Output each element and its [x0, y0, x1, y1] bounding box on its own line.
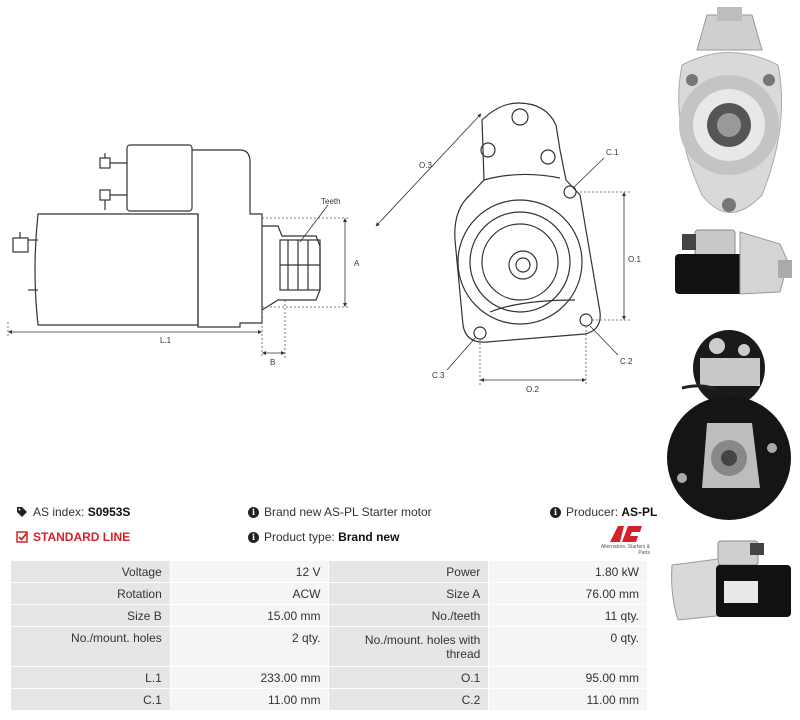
spec-value: 12 V — [169, 560, 330, 583]
info-icon: i — [248, 506, 259, 518]
label-o1: O.1 — [628, 255, 641, 264]
spec-table: Voltage 12 V Power 1.80 kW Rotation ACW … — [10, 560, 648, 711]
table-row: Rotation ACW Size A 76.00 mm — [10, 582, 648, 605]
spec-label: No./teeth — [328, 604, 490, 627]
spec-value: 15.00 mm — [169, 604, 330, 627]
spec-value: 11.00 mm — [169, 688, 330, 711]
table-row: C.1 11.00 mm C.2 11.00 mm — [10, 688, 648, 711]
checkbox-checked-icon — [16, 531, 28, 543]
front-view — [454, 102, 601, 343]
product-type-label: Product type: — [264, 530, 335, 544]
as-index-label: AS index: — [33, 505, 85, 519]
spec-label: C.2 — [328, 688, 490, 711]
photo-side-small — [675, 229, 792, 295]
label-b: B — [270, 358, 275, 367]
table-row: L.1 233.00 mm O.1 95.00 mm — [10, 666, 648, 689]
spec-label: Voltage — [10, 560, 171, 583]
spec-value: 0 qty. — [488, 626, 648, 667]
spec-label: L.1 — [10, 666, 171, 689]
side-view — [12, 144, 321, 328]
technical-drawing: Teeth A B L.1 O.3 C.1 O.1 C.2 C.3 O.2 — [7, 102, 641, 394]
producer-label: Producer: — [566, 505, 619, 519]
label-o3: O.3 — [419, 161, 432, 170]
spec-value: 11.00 mm — [488, 688, 648, 711]
standard-line-text: STANDARD LINE — [33, 530, 131, 544]
spec-label: Size B — [10, 604, 171, 627]
product-type: i Product type: Brand new — [248, 530, 399, 544]
label-l1: L.1 — [160, 336, 172, 345]
spec-value: 95.00 mm — [488, 666, 648, 689]
spec-value: 2 qty. — [169, 626, 330, 667]
spec-value: 11 qty. — [488, 604, 648, 627]
spec-label: No./mount. holes with thread — [328, 626, 490, 667]
label-teeth: Teeth — [321, 197, 341, 206]
spec-value: 233.00 mm — [169, 666, 330, 689]
spec-label: O.1 — [328, 666, 490, 689]
info-icon: i — [550, 506, 561, 518]
spec-value: 1.80 kW — [488, 560, 648, 583]
description-text: Brand new AS-PL Starter motor — [264, 505, 432, 519]
table-row: Size B 15.00 mm No./teeth 11 qty. — [10, 604, 648, 627]
description: i Brand new AS-PL Starter motor — [248, 505, 432, 519]
photo-side-label — [671, 540, 791, 621]
label-c2: C.2 — [620, 357, 633, 366]
label-a: A — [354, 259, 360, 268]
producer: i Producer: AS-PL — [550, 505, 657, 519]
photo-front-flange — [678, 7, 783, 213]
table-row: Voltage 12 V Power 1.80 kW — [10, 560, 648, 583]
producer-logo: Alternators, Starters & Parts — [588, 524, 650, 556]
spec-label: Size A — [328, 582, 490, 605]
spec-label: Power — [328, 560, 490, 583]
spec-value: ACW — [169, 582, 330, 605]
spec-value: 76.00 mm — [488, 582, 648, 605]
spec-label: No./mount. holes — [10, 626, 171, 667]
tag-icon — [17, 507, 27, 517]
producer-value: AS-PL — [621, 505, 658, 519]
label-c1: C.1 — [606, 148, 619, 157]
standard-line: STANDARD LINE — [16, 530, 130, 544]
as-pl-logo-icon — [610, 526, 642, 542]
as-index: AS index: S0953S — [16, 505, 130, 519]
label-c3: C.3 — [432, 371, 445, 380]
info-icon: i — [248, 531, 259, 543]
photo-rear-view — [667, 330, 791, 520]
logo-subtext: Alternators, Starters & Parts — [600, 544, 650, 556]
spec-label: Rotation — [10, 582, 171, 605]
label-o2: O.2 — [526, 385, 539, 394]
spec-label: C.1 — [10, 688, 171, 711]
as-index-value: S0953S — [87, 505, 131, 519]
table-row: No./mount. holes 2 qty. No./mount. holes… — [10, 626, 648, 667]
product-type-value: Brand new — [338, 530, 400, 544]
